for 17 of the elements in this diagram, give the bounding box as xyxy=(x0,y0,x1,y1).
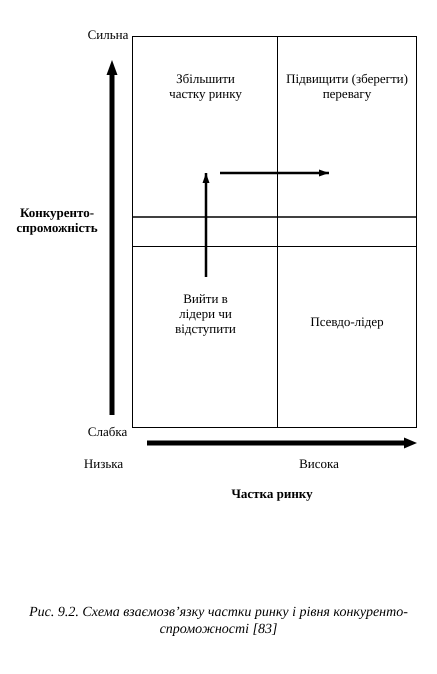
axis-label: Слабка xyxy=(87,424,128,439)
arrow xyxy=(220,170,329,176)
matrix-quadrant xyxy=(132,36,279,248)
arrow xyxy=(202,173,210,277)
axis-title: Частка ринку xyxy=(230,486,314,501)
axis-label: Низька xyxy=(83,456,124,471)
matrix-quadrant xyxy=(277,36,417,248)
figure-caption: Рис. 9.2. Схема взаємозв’язку частки ринку і рівня конкуренто-спроможності [83] xyxy=(28,604,408,638)
matrix-quadrant xyxy=(277,246,417,428)
quadrant-label: Вийти в лідери чи відступити xyxy=(174,291,236,336)
axis-label: Сильна xyxy=(87,27,129,42)
axis-label: Висока xyxy=(298,456,340,471)
quadrant-label: Збільшити частку ринку xyxy=(168,71,242,102)
quadrant-label: Псевдо-лідер xyxy=(310,314,384,330)
matrix-quadrant xyxy=(132,246,279,428)
axis-title: Конкуренто-спроможність xyxy=(16,205,98,235)
quadrant-label: Підвищити (зберегти) перевагу xyxy=(286,71,408,102)
